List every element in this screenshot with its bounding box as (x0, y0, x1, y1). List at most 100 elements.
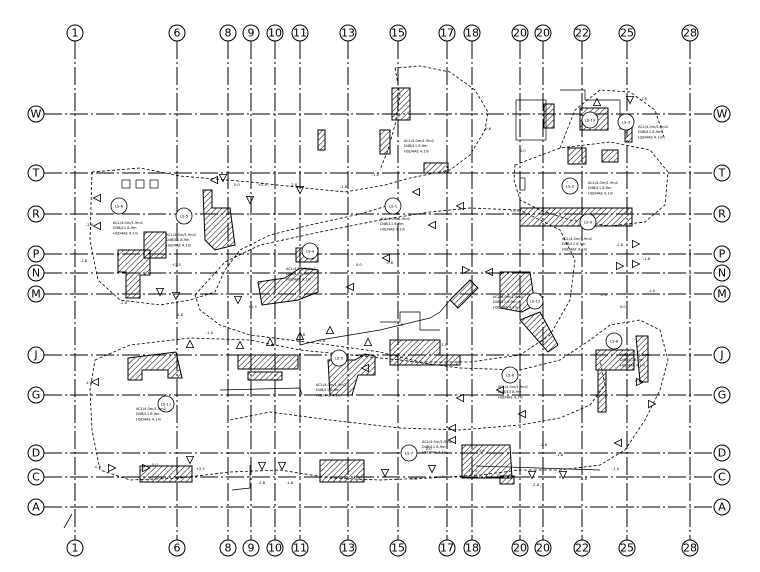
level-triangle (257, 461, 267, 471)
level-label: -0.6 (634, 379, 642, 383)
level-triangle (380, 468, 390, 478)
column-axis-bottom: 11 (291, 539, 309, 557)
note-line: D4BJ11 8.9m (136, 412, 160, 416)
column-axis-top: 22 (573, 24, 591, 42)
row-axis-right: M (713, 285, 731, 303)
note-line: HSD4AE 4.1m (588, 191, 614, 195)
row-axis-left: W (27, 105, 45, 123)
level-triangle (185, 455, 195, 465)
axis-circle (713, 468, 731, 486)
level-label: -0.6 (298, 333, 306, 337)
row-axis-label: C (718, 471, 726, 484)
axis-circle (713, 205, 731, 223)
column-axis-bottom: 20 (511, 539, 529, 557)
axis-circle (713, 346, 731, 364)
axis-circle (463, 539, 481, 557)
axis-circle (573, 24, 591, 42)
column-axis-label: 9 (248, 542, 255, 555)
level-label: -1.8 (286, 481, 294, 485)
level-triangle (447, 435, 457, 445)
level-label: 0.0 (356, 263, 362, 267)
axis-circle (713, 105, 731, 123)
note-line: D4BJ11 8.9m (380, 222, 404, 226)
column-axis-bottom: 13 (339, 539, 357, 557)
column-axis-bottom: 8 (219, 539, 237, 557)
detail-tag-label: LS-7 (405, 451, 414, 456)
column-axis-top: 11 (291, 24, 309, 42)
axis-circle (242, 24, 260, 42)
site-outline-features (121, 89, 621, 491)
level-label: 0.0 (426, 447, 432, 451)
level-label: +2.5 (248, 305, 257, 309)
level-triangle (235, 340, 245, 350)
axis-circle (27, 444, 45, 462)
detail-tag-circle (330, 349, 348, 367)
note-line: ACL/4.0m/1.9m2 (562, 237, 592, 241)
row-axis-left: J (27, 346, 45, 364)
level-label: +2.5 (468, 469, 477, 473)
detail-tag-circle (526, 292, 544, 310)
axis-circle (339, 24, 357, 42)
note-line: HSD4AE 4.1m (316, 393, 342, 397)
level-label: 0.0 (442, 475, 448, 479)
note-line: D4BJ11 8.9m (498, 390, 522, 394)
detail-tag-circle (501, 366, 519, 384)
level-triangle (185, 339, 195, 349)
detail-tag-label: LS-5 (180, 214, 189, 219)
axis-circle (27, 498, 45, 516)
column-axis-bottom: 25 (618, 539, 636, 557)
note-line: HSD4AE 4.1m (404, 149, 430, 153)
note-line: HSD4AE 4.1m (498, 395, 524, 399)
level-label: -0.6 (94, 465, 102, 469)
detail-tag: LS-12 (526, 292, 544, 310)
level-triangle (527, 470, 537, 480)
row-axis-right: R (713, 205, 731, 223)
level-triangle (461, 265, 471, 275)
axis-circle (27, 264, 45, 282)
detail-tag: LS-11 (157, 395, 175, 413)
detail-tag-circle (581, 111, 599, 129)
level-label: -1.8 (340, 185, 348, 189)
level-triangle (613, 438, 622, 448)
level-label: -1.0 (648, 289, 656, 293)
column-axis-top: 1 (66, 24, 84, 42)
note-line: HSD4AE 4.1m (136, 417, 162, 421)
axis-circle (438, 24, 456, 42)
detail-tag-circle (175, 207, 193, 225)
level-label: 0.0 (520, 149, 526, 153)
axis-circle (168, 539, 186, 557)
level-triangle (381, 253, 391, 263)
axis-circle (713, 386, 731, 404)
column-axis-bottom: 15 (389, 539, 407, 557)
note-line: HSD4AE 4.1m (493, 305, 519, 309)
detail-tag: LS-5 (330, 349, 348, 367)
level-triangle (558, 470, 568, 480)
row-axis-left: R (27, 205, 45, 223)
level-markers (90, 96, 657, 480)
axis-circle (168, 24, 186, 42)
axis-circle (463, 24, 481, 42)
row-axis-label: T (718, 167, 726, 180)
axis-circle (534, 24, 552, 42)
detail-tags: LS-6LS-5LS-1LS-2LS-3LS-4LS-5LS-6LS-7LS-8… (110, 111, 635, 462)
column-axis-label: 20 (536, 542, 550, 555)
detail-tag-label: LS-11 (161, 402, 172, 407)
axis-circle (291, 24, 309, 42)
level-label: -0.6 (484, 127, 492, 131)
detail-tag-label: LS-4 (306, 249, 315, 254)
row-axis-label: J (719, 349, 723, 362)
axis-circle (389, 539, 407, 557)
axis-circle (27, 245, 45, 263)
level-label: -2.8 (290, 183, 298, 187)
level-triangle (209, 175, 219, 185)
column-axis-label: 20 (536, 27, 550, 40)
level-triangle (447, 423, 457, 433)
row-axis-right: A (713, 498, 731, 516)
level-triangle (92, 221, 101, 231)
row-axis-label: P (719, 248, 726, 261)
